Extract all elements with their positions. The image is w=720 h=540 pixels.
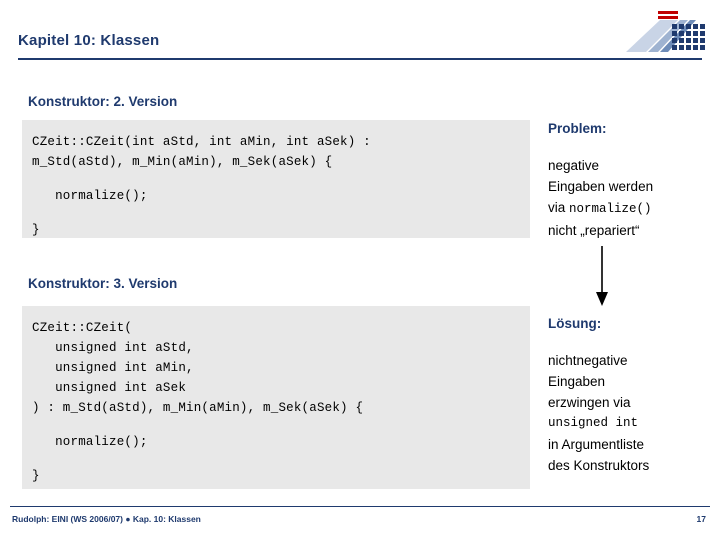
problem-text: negative Eingaben werden via normalize()…: [548, 155, 716, 241]
solution-text: nichtnegative Eingaben erzwingen via uns…: [548, 350, 716, 476]
code-line: normalize();: [32, 189, 148, 203]
code-spacer: [32, 172, 530, 186]
problem-line-2: Eingaben werden: [548, 179, 654, 194]
footer-text: Rudolph: EINI (WS 2006/07) ● Kap. 10: Kl…: [12, 514, 201, 524]
section-heading-constructor-v2: Konstruktor: 2. Version: [28, 94, 178, 109]
solution-line-4-code: unsigned int: [548, 416, 639, 430]
solution-heading: Lösung:: [548, 316, 602, 331]
problem-line-3-pre: via: [548, 200, 570, 215]
code-spacer: [32, 206, 530, 220]
problem-line-1: negative: [548, 158, 600, 173]
problem-heading: Problem:: [548, 121, 607, 136]
code-spacer: [32, 452, 530, 466]
code-line: normalize();: [32, 435, 148, 449]
problem-line-3-code: normalize(): [569, 202, 652, 216]
code-line: unsigned int aSek: [32, 381, 187, 395]
university-logo: [626, 8, 710, 56]
down-arrow-icon: [594, 246, 610, 308]
code-line: }: [32, 223, 40, 237]
code-line: CZeit::CZeit(int aStd, int aMin, int aSe…: [32, 135, 371, 149]
problem-line-3: via normalize(): [548, 197, 716, 220]
solution-line-6: des Konstruktors: [548, 458, 650, 473]
code-line: unsigned int aMin,: [32, 361, 194, 375]
code-line: unsigned int aStd,: [32, 341, 194, 355]
problem-line-4: nicht „repariert“: [548, 223, 640, 238]
code-line: }: [32, 469, 40, 483]
solution-line-3: erzwingen via: [548, 395, 631, 410]
code-block-constructor-v3: CZeit::CZeit( unsigned int aStd, unsigne…: [22, 306, 530, 489]
code-line: CZeit::CZeit(: [32, 321, 133, 335]
code-spacer: [32, 418, 530, 432]
solution-line-5: in Argumentliste: [548, 437, 645, 452]
title-divider: [18, 58, 702, 60]
code-line: m_Std(aStd), m_Min(aMin), m_Sek(aSek) {: [32, 155, 333, 169]
section-heading-constructor-v3: Konstruktor: 3. Version: [28, 276, 178, 291]
code-block-constructor-v2: CZeit::CZeit(int aStd, int aMin, int aSe…: [22, 120, 530, 238]
code-line: ) : m_Std(aStd), m_Min(aMin), m_Sek(aSek…: [32, 401, 364, 415]
page-title: Kapitel 10: Klassen: [18, 32, 160, 49]
solution-line-2: Eingaben: [548, 374, 606, 389]
solution-line-1: nichtnegative: [548, 353, 628, 368]
footer-divider: [10, 506, 710, 507]
footer-page-number: 17: [696, 514, 706, 524]
